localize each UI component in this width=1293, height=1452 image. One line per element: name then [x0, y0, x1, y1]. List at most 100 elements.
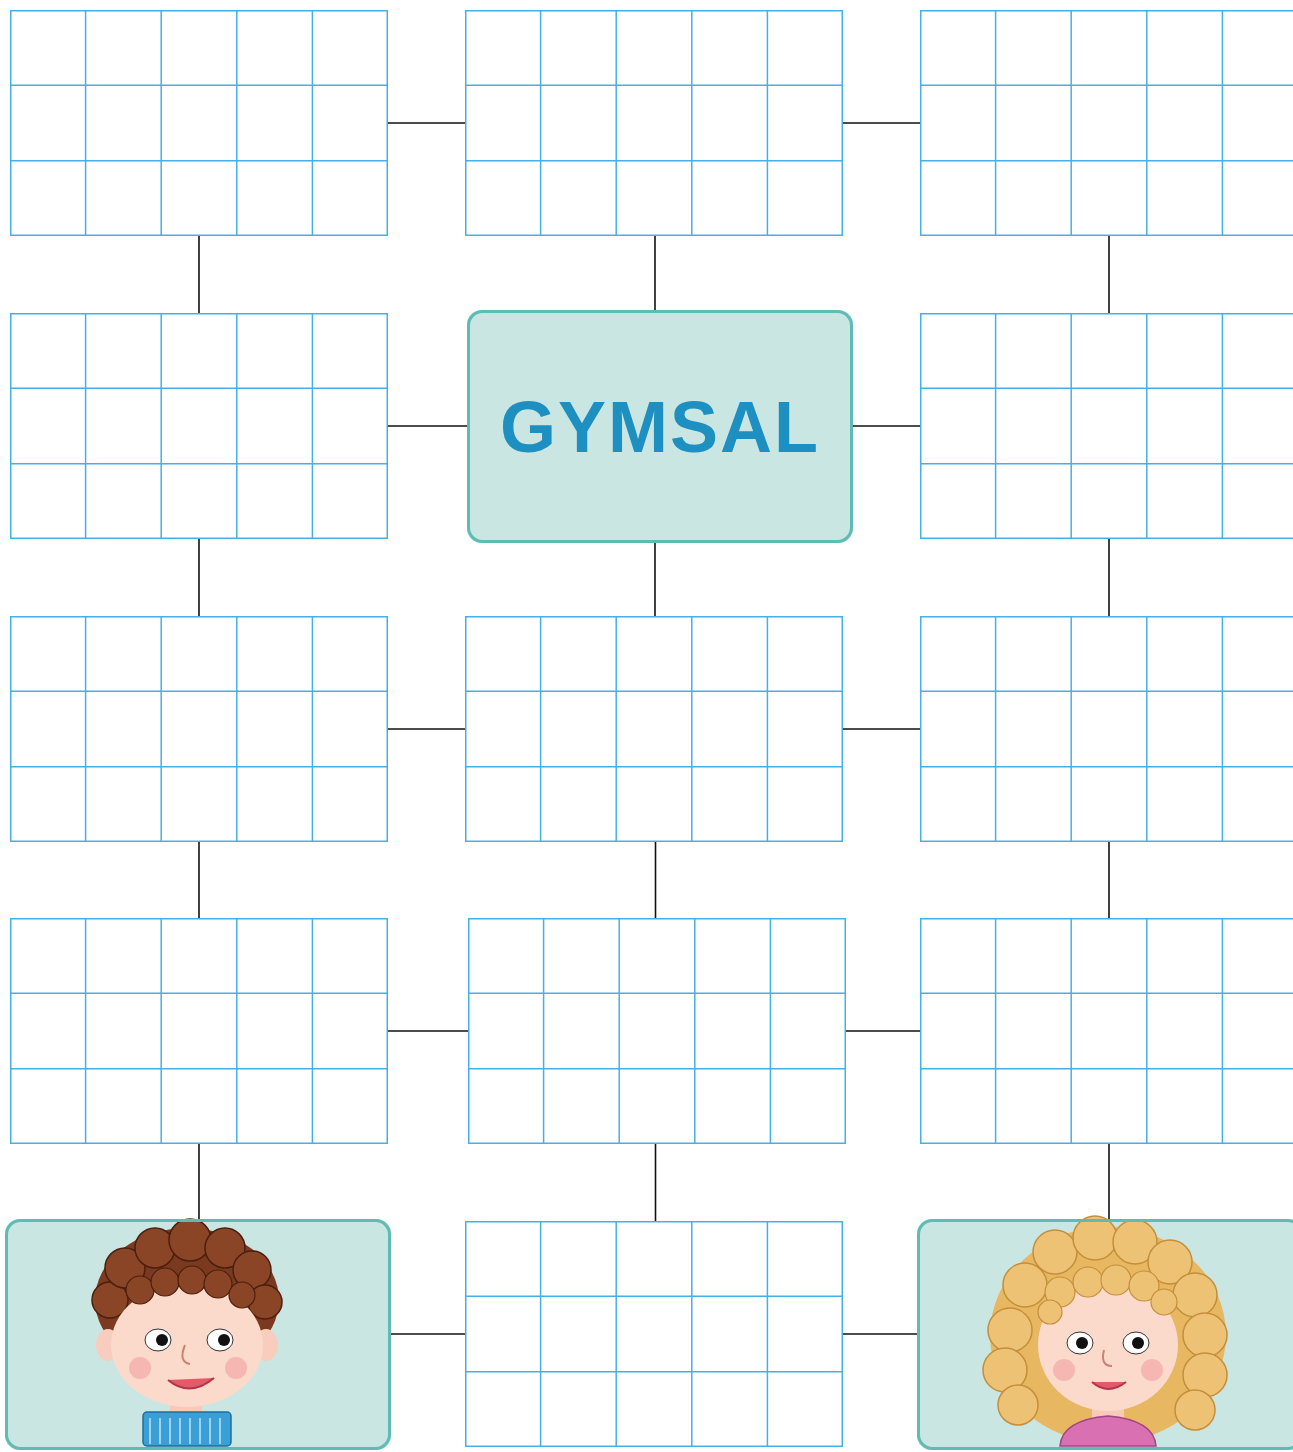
grid-line — [540, 10, 542, 236]
girl-face — [983, 1216, 1227, 1446]
grid-line — [10, 85, 388, 87]
connector-line — [654, 543, 656, 616]
letter-grid-box — [920, 616, 1293, 842]
grid-line — [465, 1371, 843, 1373]
grid-line — [85, 616, 87, 842]
grid-line — [540, 1221, 542, 1447]
grid-line — [1222, 918, 1224, 1144]
connector-line — [846, 1030, 920, 1032]
letter-grid-box — [10, 616, 388, 842]
grid-line — [10, 1068, 388, 1070]
connector-line — [1108, 842, 1110, 918]
connector-line — [198, 842, 200, 918]
grid-line — [995, 616, 997, 842]
grid-border — [11, 11, 388, 236]
grid-line — [236, 918, 238, 1144]
grid-lines — [920, 10, 1293, 236]
grid-line — [920, 85, 1293, 87]
grid-line — [10, 993, 388, 995]
grid-line — [312, 10, 314, 236]
grid-lines — [10, 918, 388, 1144]
grid-line — [540, 616, 542, 842]
connector-line — [391, 1333, 465, 1335]
grid-line — [1222, 313, 1224, 539]
picture-box-ground — [5, 1219, 391, 1450]
grid-line — [1146, 918, 1148, 1144]
connector-line — [1108, 1144, 1110, 1219]
grid-lines — [10, 10, 388, 236]
grid-border — [466, 11, 843, 236]
grid-lines — [920, 313, 1293, 539]
grid-line — [770, 918, 772, 1144]
box-outline — [5, 1219, 391, 1450]
connector-line — [388, 425, 467, 427]
grid-border — [466, 617, 843, 842]
grid-lines — [10, 313, 388, 539]
boy-face — [92, 1219, 282, 1446]
grid-lines — [468, 918, 846, 1144]
wavy-frame — [469, 312, 852, 542]
grid-line — [236, 616, 238, 842]
grid-border — [11, 314, 388, 539]
grid-line — [85, 313, 87, 539]
grid-line — [920, 766, 1293, 768]
grid-line — [920, 160, 1293, 162]
grid-line — [465, 1296, 843, 1298]
letter-grid-box — [920, 918, 1293, 1144]
grid-lines — [10, 616, 388, 842]
letter-grid-box — [465, 10, 843, 236]
box-outline — [917, 1219, 1293, 1450]
grid-line — [312, 918, 314, 1144]
connector-line — [198, 1144, 200, 1219]
grid-line — [10, 463, 388, 465]
grid-line — [920, 993, 1293, 995]
grid-line — [615, 616, 617, 842]
grid-line — [468, 1068, 846, 1070]
grid-line — [10, 691, 388, 693]
letter-grid-box — [920, 10, 1293, 236]
grid-line — [312, 616, 314, 842]
grid-line — [995, 918, 997, 1144]
grid-line — [615, 1221, 617, 1447]
title-text: GYMSAL — [500, 386, 820, 468]
connector-line — [198, 236, 200, 313]
grid-line — [312, 313, 314, 539]
grid-line — [691, 616, 693, 842]
grid-line — [236, 10, 238, 236]
title-box: GYMSAL — [467, 310, 853, 543]
grid-line — [995, 10, 997, 236]
letter-grid-box — [468, 918, 846, 1144]
grid-line — [691, 1221, 693, 1447]
grid-line — [1146, 10, 1148, 236]
grid-border — [11, 919, 388, 1144]
grid-line — [465, 691, 843, 693]
connector-line — [388, 122, 465, 124]
letter-grid-box — [465, 616, 843, 842]
grid-line — [160, 918, 162, 1144]
wavy-frame — [919, 1221, 1293, 1449]
grid-line — [767, 1221, 769, 1447]
grid-line — [920, 463, 1293, 465]
grid-border — [921, 314, 1293, 539]
grid-line — [767, 616, 769, 842]
connector-line — [654, 236, 656, 310]
grid-line — [920, 388, 1293, 390]
grid-border — [11, 617, 388, 842]
grid-lines — [465, 616, 843, 842]
grid-line — [920, 691, 1293, 693]
grid-line — [618, 918, 620, 1144]
grid-line — [920, 1068, 1293, 1070]
grid-border — [466, 1222, 843, 1447]
grid-line — [160, 10, 162, 236]
grid-lines — [465, 10, 843, 236]
connector-line — [843, 122, 920, 124]
letter-grid-box — [465, 1221, 843, 1447]
connector-line — [388, 1030, 468, 1032]
connector-line — [853, 425, 920, 427]
letter-grid-box — [920, 313, 1293, 539]
connector-line — [1108, 539, 1110, 616]
letter-grid-box — [10, 918, 388, 1144]
grid-line — [694, 918, 696, 1144]
grid-line — [10, 160, 388, 162]
grid-line — [1070, 313, 1072, 539]
